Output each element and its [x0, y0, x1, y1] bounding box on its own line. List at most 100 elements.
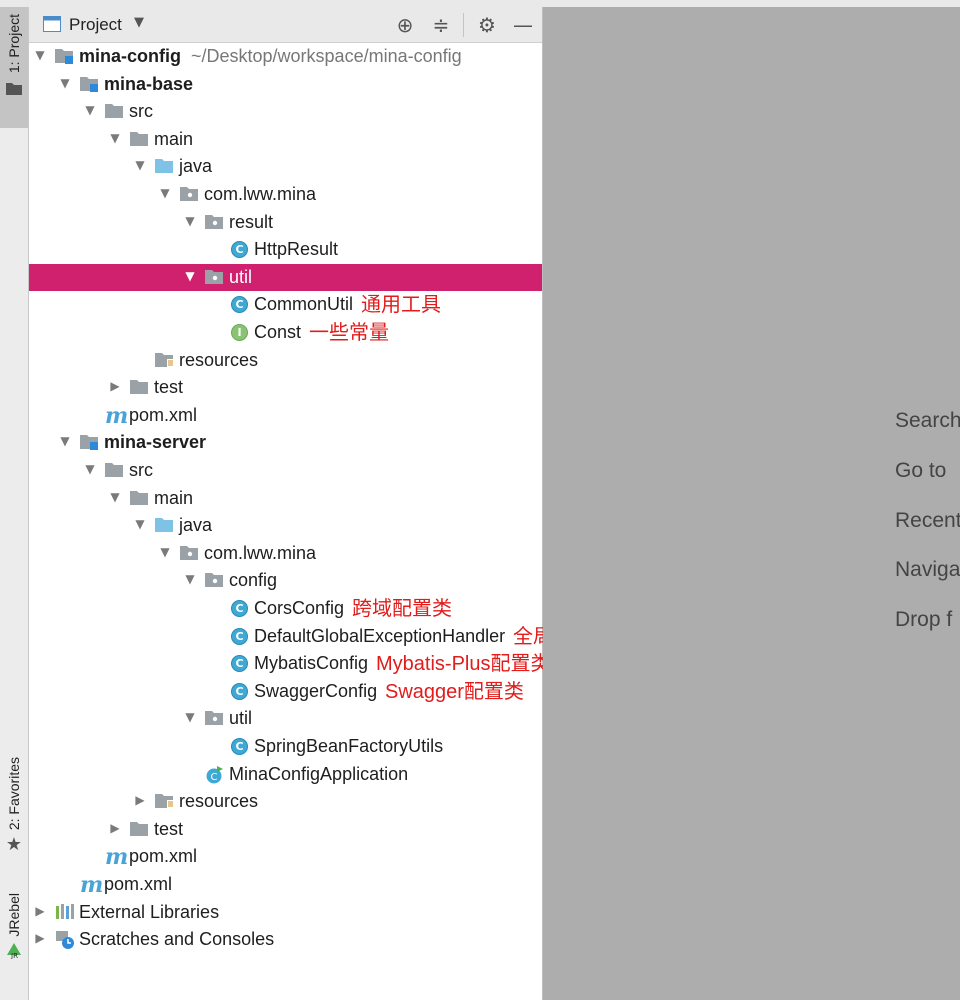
tree-item-text: CommonUtil — [254, 294, 354, 315]
tree-item-text: mina-server — [104, 432, 207, 453]
annotation-note: 通用工具 — [361, 294, 441, 317]
annotation-note: Swagger配置类 — [385, 680, 524, 703]
collapsed-arrow-icon[interactable]: ▶ — [110, 820, 120, 835]
project-tab-label-wrap[interactable]: 1: Project — [0, 14, 28, 96]
expanded-arrow-icon[interactable]: ▼ — [35, 48, 45, 62]
tree-row-util[interactable]: ▼ util — [29, 263, 542, 291]
scratches-icon — [55, 930, 75, 950]
source-folder-icon — [155, 157, 175, 177]
tree-row-mina-config[interactable]: ▼mina-config~/Desktop/workspace/mina-con… — [29, 43, 542, 70]
tree-item-label: result — [229, 212, 273, 233]
tree-row-scratches-and-consoles[interactable]: ▶Scratches and Consoles — [29, 926, 542, 953]
class-icon: C — [230, 295, 250, 315]
expanded-arrow-icon[interactable]: ▼ — [185, 572, 195, 587]
collapsed-arrow-icon[interactable]: ▶ — [110, 379, 120, 394]
folder-icon — [130, 130, 150, 150]
expanded-arrow-icon[interactable]: ▼ — [185, 710, 195, 725]
tree-row-java[interactable]: ▼java — [29, 153, 542, 180]
tree-row-resources[interactable]: ▶ resources — [29, 788, 542, 815]
tree-item-label: util — [229, 267, 252, 288]
resources-folder-icon — [155, 792, 175, 812]
tree-row-test[interactable]: ▶ test — [29, 816, 542, 843]
collapsed-arrow-icon[interactable]: ▶ — [35, 903, 45, 918]
tree-item-text: DefaultGlobalExceptionHandler — [254, 625, 506, 646]
tree-row-mina-base[interactable]: ▼ mina-base — [29, 71, 542, 98]
collapsed-arrow-icon[interactable]: ▶ — [135, 793, 145, 808]
svg-text:C: C — [211, 772, 218, 783]
project-view-title[interactable]: Project — [69, 15, 122, 34]
tree-item-label: test — [154, 819, 183, 840]
tree-item-label: main — [154, 488, 193, 509]
expanded-arrow-icon[interactable]: ▼ — [60, 75, 70, 90]
tree-row-defaultglobalexceptionhandler[interactable]: CDefaultGlobalExceptionHandler全局异常拦截器 — [29, 623, 653, 650]
expanded-arrow-icon[interactable]: ▼ — [135, 517, 145, 532]
module-icon — [80, 433, 100, 453]
header-divider — [463, 13, 464, 37]
tree-row-result[interactable]: ▼ result — [29, 209, 542, 236]
tree-row-mina-server[interactable]: ▼ mina-server — [29, 429, 542, 456]
gear-icon[interactable]: ⚙ — [478, 13, 496, 37]
expanded-arrow-icon[interactable]: ▼ — [60, 434, 70, 449]
tree-row-java[interactable]: ▼java — [29, 512, 542, 539]
favorites-tab[interactable]: 2: Favorites ★ — [0, 757, 28, 855]
jrebel-tab-label[interactable]: JRebel — [6, 893, 22, 937]
tree-row-test[interactable]: ▶test — [29, 374, 542, 401]
folder-icon — [130, 378, 150, 398]
tree-row-com-lww-mina[interactable]: ▼com.lww.mina — [29, 540, 542, 567]
project-tab-label[interactable]: 1: Project — [6, 14, 22, 74]
tree-item-label: DefaultGlobalExceptionHandler — [254, 626, 505, 647]
tree-item-label: pom.xml — [129, 846, 197, 867]
project-tool-tab[interactable] — [0, 7, 28, 128]
resources-folder-icon — [155, 351, 175, 371]
tree-item-text: src — [129, 460, 153, 480]
tree-item-label: config — [229, 570, 277, 591]
tree-item-text: config — [229, 570, 278, 591]
favorites-tab-label[interactable]: 2: Favorites — [6, 757, 22, 831]
tree-row-src[interactable]: ▼ src — [29, 457, 542, 484]
expanded-arrow-icon[interactable]: ▼ — [160, 186, 170, 200]
tree-row-config[interactable]: ▼ config — [29, 567, 542, 594]
package-icon — [205, 268, 225, 288]
tree-row-src[interactable]: ▼src — [29, 98, 542, 125]
collapse-all-icon[interactable]: ≑ — [432, 13, 450, 37]
jrebel-tab[interactable]: JRebel JR — [0, 893, 28, 959]
expanded-arrow-icon[interactable]: ▼ — [110, 130, 120, 145]
tree-row-external-libraries[interactable]: ▶External Libraries — [29, 899, 542, 926]
expanded-arrow-icon[interactable]: ▼ — [85, 462, 95, 476]
expanded-arrow-icon[interactable]: ▼ — [110, 489, 120, 504]
hint-drop-files: Drop f — [895, 608, 953, 631]
collapsed-arrow-icon[interactable]: ▶ — [35, 931, 45, 946]
tree-item-text: resources — [179, 349, 259, 370]
minimize-icon[interactable]: — — [513, 13, 533, 37]
tree-row-util[interactable]: ▼util — [29, 705, 542, 732]
tree-item-text: mina-base — [104, 73, 194, 94]
tree-row-resources[interactable]: resources — [29, 347, 542, 374]
expanded-arrow-icon[interactable]: ▼ — [185, 213, 195, 228]
tree-row-main[interactable]: ▼ main — [29, 485, 542, 512]
expanded-arrow-icon[interactable]: ▼ — [185, 268, 195, 283]
package-icon — [205, 709, 225, 729]
chevron-down-icon[interactable]: ▼ — [134, 15, 144, 30]
tree-item-text: resources — [179, 791, 259, 812]
expanded-arrow-icon[interactable]: ▼ — [135, 158, 145, 173]
locate-crosshair-icon[interactable]: ⊕ — [396, 13, 414, 37]
tree-row-main[interactable]: ▼main — [29, 126, 542, 153]
tree-item-label: HttpResult — [254, 239, 338, 260]
hint-search: Search — [895, 409, 960, 432]
expanded-arrow-icon[interactable]: ▼ — [85, 103, 95, 118]
tree-row-com-lww-mina[interactable]: ▼com.lww.mina — [29, 181, 542, 208]
tree-item-text: pom.xml — [104, 874, 173, 894]
expanded-arrow-icon[interactable]: ▼ — [160, 544, 170, 559]
tree-item-text: mina-config — [79, 46, 181, 66]
